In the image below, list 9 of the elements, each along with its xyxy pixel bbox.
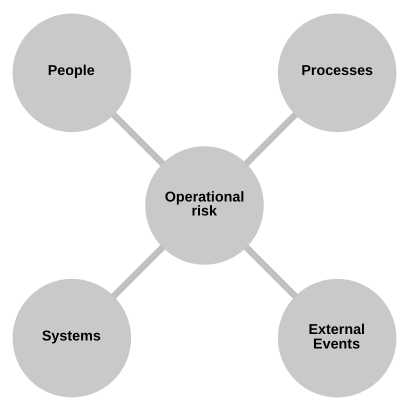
connector: [111, 244, 166, 298]
connector: [111, 112, 166, 166]
node-circle: External Events: [278, 278, 396, 397]
connector: [244, 112, 298, 166]
node-circle: People: [12, 13, 132, 132]
node-circle: Systems: [12, 278, 132, 397]
node-circle: Processes: [278, 13, 396, 132]
connector: [244, 244, 298, 298]
node-circle: Operational risk: [145, 146, 264, 264]
